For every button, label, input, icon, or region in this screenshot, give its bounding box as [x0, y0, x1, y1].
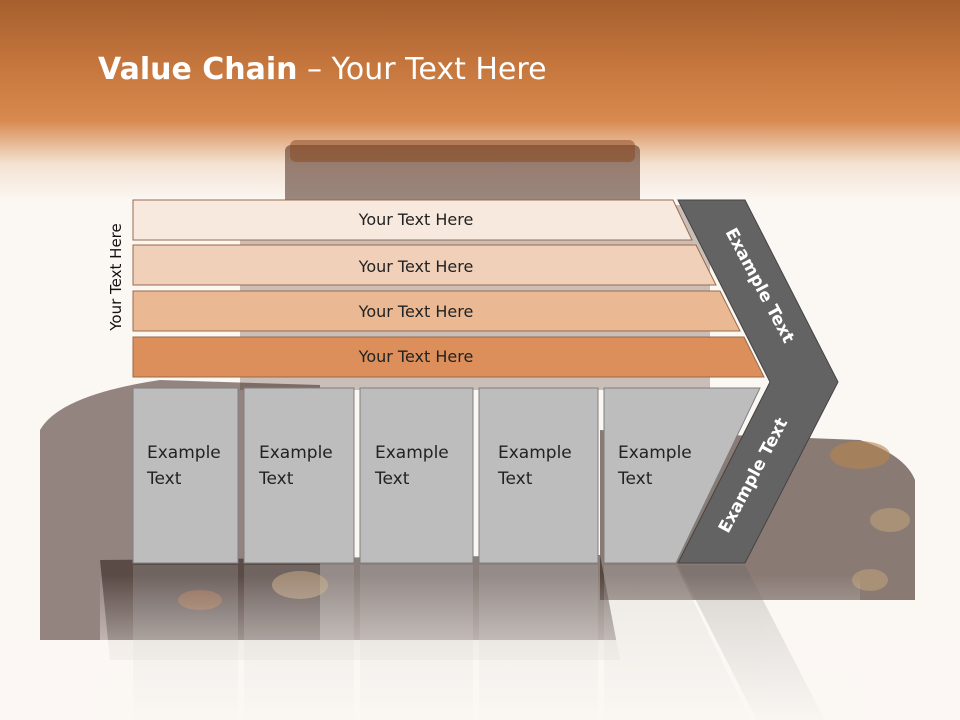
column-5-line2: Text: [617, 469, 653, 489]
bar-2-shape: [132, 244, 717, 286]
column-1-box: [132, 387, 239, 564]
bar-4-shape: [132, 336, 765, 378]
column-5-line1: Example: [618, 443, 692, 463]
bar-4-label: Your Text Here: [358, 347, 474, 366]
column-4-box: [478, 387, 599, 564]
column-1: Example Text: [132, 387, 239, 564]
bar-4: Your Text Here: [132, 336, 765, 378]
chevron-arrow: [677, 199, 839, 564]
bar-1-label: Your Text Here: [358, 210, 474, 229]
column-4: Example Text: [478, 387, 599, 564]
column-3-box: [359, 387, 474, 564]
bar-3-label: Your Text Here: [358, 302, 474, 321]
bar-1: Your Text Here: [132, 199, 693, 241]
column-3-line2: Text: [374, 469, 410, 489]
column-2-line2: Text: [258, 469, 294, 489]
column-5-box: [603, 387, 761, 564]
column-2-box: [243, 387, 355, 564]
column-2: Example Text: [243, 387, 355, 564]
bar-3: Your Text Here: [132, 290, 741, 332]
page-title: Value Chain – Your Text Here: [98, 52, 547, 87]
column-3-line1: Example: [375, 443, 449, 463]
reflection-fade: [100, 575, 860, 720]
bar-1-shape: [132, 199, 693, 241]
title-bold: Value Chain: [98, 52, 298, 87]
column-1-line2: Text: [146, 469, 182, 489]
column-1-line1: Example: [147, 443, 221, 463]
column-4-line1: Example: [498, 443, 572, 463]
title-rest: – Your Text Here: [297, 52, 547, 87]
column-3: Example Text: [359, 387, 474, 564]
column-2-line1: Example: [259, 443, 333, 463]
bar-2-label: Your Text Here: [358, 257, 474, 276]
column-4-line2: Text: [497, 469, 533, 489]
bar-2: Your Text Here: [132, 244, 717, 286]
column-5: Example Text: [603, 387, 761, 564]
bar-3-shape: [132, 290, 741, 332]
